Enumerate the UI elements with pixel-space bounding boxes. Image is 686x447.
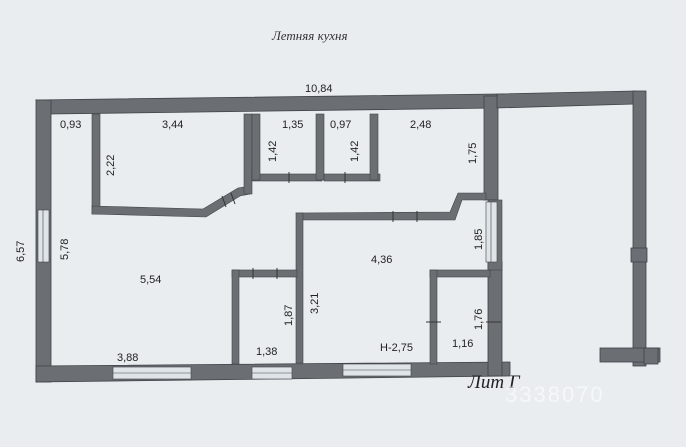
dim-138: 1,38 bbox=[256, 346, 277, 358]
dim-overall-height: 6,57 bbox=[15, 241, 27, 262]
dim-overall-width: 10,84 bbox=[305, 83, 333, 95]
dim-436: 4,36 bbox=[371, 254, 392, 266]
dim-321: 3,21 bbox=[309, 293, 321, 314]
dimension-labels: 10,84 6,57 0,93 3,44 2,22 1,35 1,42 0,97… bbox=[15, 83, 485, 364]
watermark: 3338070 bbox=[505, 382, 605, 407]
dim-135: 1,35 bbox=[282, 119, 303, 131]
dim-187: 1,87 bbox=[283, 305, 295, 326]
dim-185: 1,85 bbox=[473, 229, 485, 250]
dim-554: 5,54 bbox=[140, 274, 161, 286]
dim-142-b: 1,42 bbox=[349, 141, 361, 162]
dim-578: 5,78 bbox=[59, 239, 71, 260]
dim-248: 2,48 bbox=[410, 119, 431, 131]
dim-176: 1,76 bbox=[473, 309, 485, 330]
windows bbox=[37, 201, 498, 380]
dim-142-a: 1,42 bbox=[267, 141, 279, 162]
plan-title: Летняя кухня bbox=[272, 28, 348, 43]
dim-116: 1,16 bbox=[452, 338, 473, 350]
window-divider bbox=[485, 201, 498, 263]
dim-388: 3,88 bbox=[117, 352, 138, 364]
interior-walls bbox=[91, 113, 503, 365]
dim-093: 0,93 bbox=[60, 119, 81, 131]
dim-097: 0,97 bbox=[330, 119, 351, 131]
dim-h275: H-2,75 bbox=[380, 342, 413, 354]
outer-walls bbox=[35, 90, 661, 383]
dim-222: 2,22 bbox=[105, 155, 117, 176]
window-left bbox=[37, 209, 50, 263]
dim-344: 3,44 bbox=[162, 119, 183, 131]
door-marks bbox=[221, 172, 501, 323]
dim-175: 1,75 bbox=[467, 143, 479, 164]
lit-label: Лит Г bbox=[468, 372, 520, 393]
